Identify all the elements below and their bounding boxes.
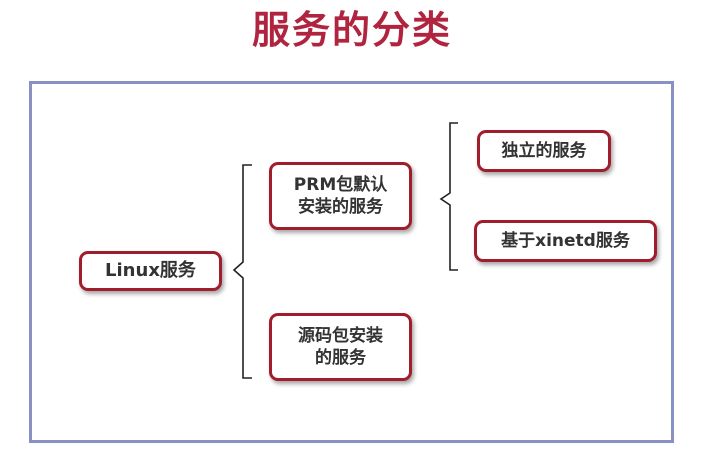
node-rpm-default-services: PRM包默认 安装的服务 bbox=[269, 162, 412, 230]
node-rpm-label-line2: 安装的服务 bbox=[298, 197, 383, 217]
node-standalone-label: 独立的服务 bbox=[501, 141, 587, 161]
node-xinetd-services: 基于xinetd服务 bbox=[474, 220, 657, 262]
node-xinetd-label: 基于xinetd服务 bbox=[501, 231, 630, 251]
node-source-label-line2: 的服务 bbox=[315, 348, 366, 368]
slide-title: 服务的分类 bbox=[251, 8, 452, 52]
node-linux-services-label: Linux服务 bbox=[105, 260, 196, 281]
node-standalone-services: 独立的服务 bbox=[477, 130, 611, 172]
node-source-install-services: 源码包安装 的服务 bbox=[269, 313, 412, 381]
node-linux-services: Linux服务 bbox=[79, 251, 222, 291]
node-source-label-line1: 源码包安装 bbox=[298, 326, 383, 346]
node-rpm-label-line1: PRM包默认 bbox=[293, 175, 388, 195]
